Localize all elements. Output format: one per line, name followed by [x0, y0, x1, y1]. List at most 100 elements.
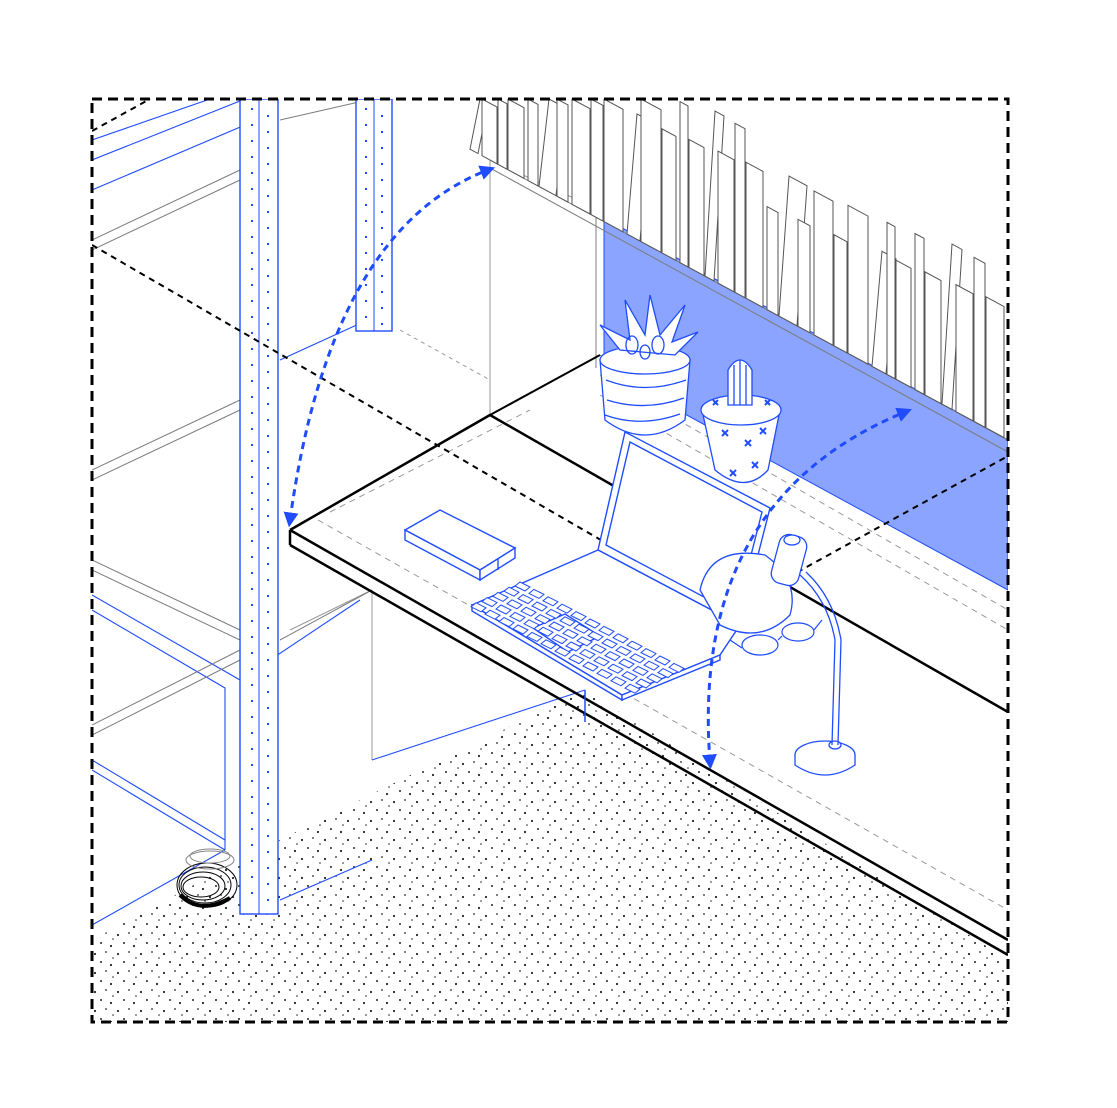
laptop-key [492, 591, 509, 602]
book-spine [603, 99, 624, 233]
book-spine [481, 99, 498, 165]
laptop-key [542, 596, 559, 607]
laptop-key [523, 619, 540, 630]
book-spine [661, 128, 677, 262]
laptop-key [635, 678, 652, 689]
bounding-frame [90, 97, 1010, 1024]
book-spine [766, 205, 779, 317]
laptop-key [565, 641, 582, 652]
laptop-key [470, 602, 487, 613]
laptop-key [537, 626, 554, 637]
laptop-key [531, 601, 548, 612]
laptop-key [498, 617, 515, 628]
laptop-key [554, 646, 571, 657]
laptop-key [520, 606, 537, 617]
book-spine [590, 99, 604, 222]
notebook-icon [403, 509, 517, 582]
book-spine [745, 161, 764, 309]
laptop-key [526, 631, 543, 642]
book-spine [734, 122, 746, 299]
laptop-key [512, 624, 529, 635]
laptop-key [503, 586, 520, 597]
laptop-key [534, 614, 551, 625]
laptop-key [612, 633, 629, 644]
laptop-key [646, 673, 663, 684]
book-spine [497, 99, 508, 171]
laptop-keyboard [470, 581, 685, 694]
laptop-key [607, 663, 624, 674]
laptop-key [640, 648, 657, 659]
laptop-key [584, 618, 601, 629]
laptop-key [593, 656, 610, 667]
laptop-key [657, 668, 674, 679]
book-spine [507, 99, 525, 180]
laptop-key [626, 640, 643, 651]
floor-stipple [92, 690, 1008, 1022]
book-spine [797, 218, 811, 334]
laptop-key [598, 625, 615, 636]
laptop-key [615, 645, 632, 656]
desk-lamp-icon [699, 533, 856, 776]
book-spine [556, 99, 569, 203]
book-spine [527, 99, 539, 187]
laptop-key [621, 671, 638, 682]
laptop-key [484, 609, 501, 620]
laptop-key [590, 643, 607, 654]
laptop-key [528, 588, 545, 599]
laptop-key [654, 655, 671, 666]
book-spine [955, 283, 974, 422]
laptop-key [556, 603, 573, 614]
laptop-key [551, 634, 568, 645]
book-spine [640, 99, 662, 254]
book-spine [914, 232, 925, 396]
laptop-key [545, 608, 562, 619]
laptop-key [610, 676, 627, 687]
laptop-key [668, 662, 685, 673]
book-spine [924, 271, 942, 405]
laptop-key [548, 621, 565, 632]
upright-right [355, 99, 393, 332]
laptop-key [506, 599, 523, 610]
book-spine [833, 233, 848, 354]
left-shelves [92, 99, 373, 736]
laptop-key [568, 654, 585, 665]
upright-left [239, 99, 279, 915]
laptop-key [582, 661, 599, 672]
book-spine [973, 256, 986, 429]
laptop-key [596, 668, 613, 679]
book-spine [985, 296, 1005, 439]
caster-wheel-icon [176, 848, 238, 908]
plant-pot-icon [599, 294, 699, 436]
laptop-key [618, 658, 635, 669]
laptop-key [632, 665, 649, 676]
bookshelf-icon [469, 99, 1005, 439]
laptop-key [576, 636, 593, 647]
book-spine [895, 259, 912, 389]
fold-arrow-icon [283, 165, 912, 770]
laptop-key [604, 651, 621, 662]
laptop-key [481, 597, 498, 608]
book-spine [717, 150, 735, 293]
laptop-key [517, 594, 534, 605]
book-spine [847, 204, 869, 365]
book-spine [886, 221, 896, 380]
laptop-key [587, 631, 604, 642]
laptop-key [514, 581, 531, 592]
laptop-key [573, 623, 590, 634]
laptop-icon [470, 430, 771, 702]
book-spine [778, 175, 808, 327]
book-spine [813, 190, 834, 347]
laptop-key [495, 604, 512, 615]
laptop-key [643, 660, 660, 671]
laptop-key [540, 639, 557, 650]
laptop-key [601, 638, 618, 649]
book-spine [571, 99, 591, 215]
book-spine [688, 138, 705, 277]
laptop-key [562, 628, 579, 639]
laptop-key [629, 653, 646, 664]
laptop-key [579, 648, 596, 659]
laptop-key [559, 616, 576, 627]
laptop-key [570, 611, 587, 622]
